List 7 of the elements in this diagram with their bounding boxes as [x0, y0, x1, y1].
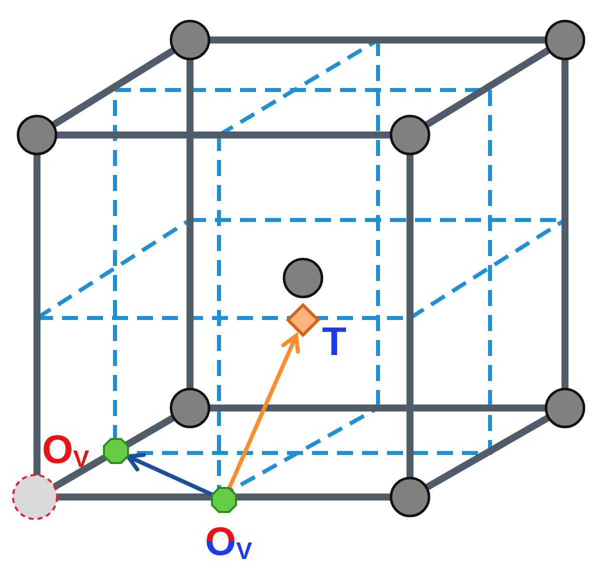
arrow	[126, 452, 213, 496]
site-label: O$_{V}$	[42, 430, 90, 472]
tetrahedral-site-marker	[287, 304, 319, 336]
octahedral-site-marker	[212, 488, 236, 512]
arrow	[227, 334, 300, 489]
site-label: T	[322, 322, 346, 362]
octahedral-site-marker	[104, 439, 128, 463]
